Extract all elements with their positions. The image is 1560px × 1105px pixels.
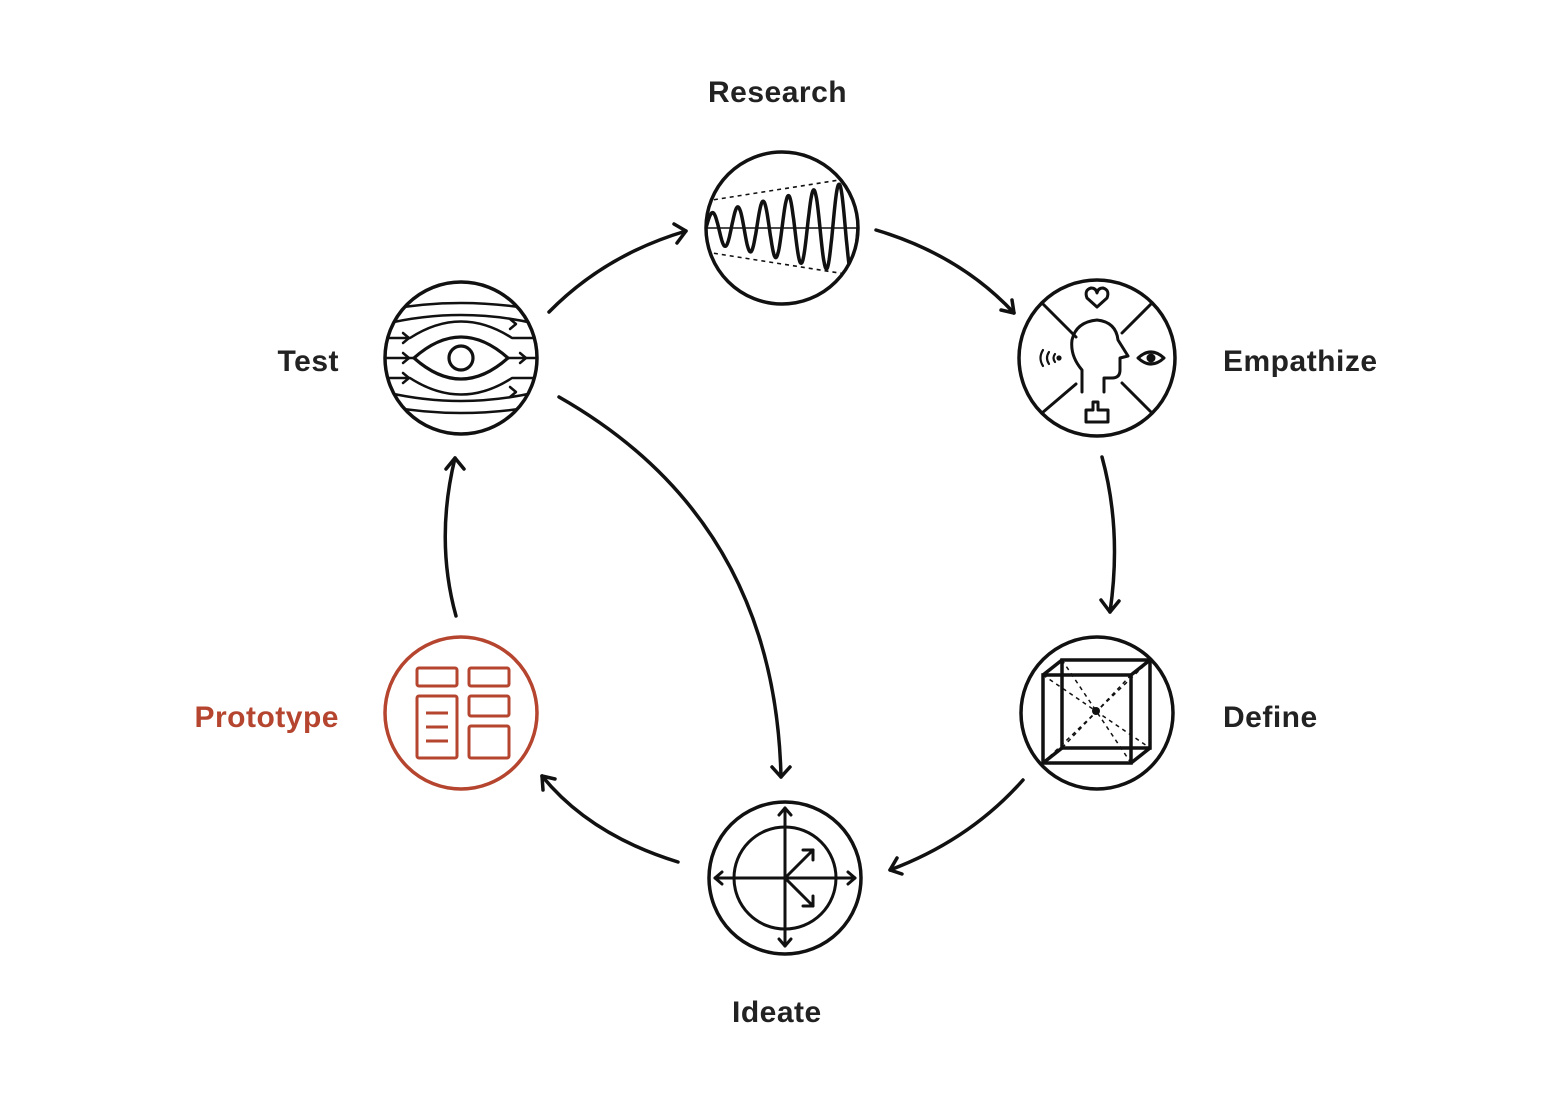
arrow-prototype-to-test	[443, 456, 466, 618]
step-label-empathize: Empathize	[1223, 345, 1378, 378]
step-label-research: Research	[708, 76, 848, 109]
step-label-define: Define	[1223, 701, 1318, 734]
arrow-test-to-research	[547, 222, 688, 314]
sound-waves-icon	[1039, 348, 1062, 368]
research-node	[704, 150, 860, 306]
arrow-ideate-to-prototype	[540, 774, 680, 864]
define-node	[1019, 635, 1175, 791]
test-node	[383, 280, 539, 436]
heart-icon	[1084, 286, 1110, 309]
step-label-ideate: Ideate	[732, 996, 822, 1029]
layout-grid-icon	[415, 666, 511, 760]
arrow-research-to-empathize	[874, 228, 1016, 315]
waveform-icon	[706, 176, 858, 277]
thumbs-up-icon	[1084, 400, 1110, 424]
empathize-node	[1017, 278, 1177, 438]
arrow-empathize-to-define	[1099, 455, 1121, 614]
step-label-prototype: Prototype	[194, 701, 339, 734]
arrow-define-to-ideate	[888, 778, 1025, 876]
ideate-node	[707, 800, 863, 956]
step-label-test: Test	[277, 345, 339, 378]
eye-icon	[1136, 350, 1166, 366]
compass-arrows-icon	[713, 806, 857, 948]
arrow-test-to-ideate	[557, 395, 792, 779]
cube-icon	[1041, 658, 1152, 765]
head-senses-icon	[1039, 286, 1166, 424]
prototype-node	[383, 635, 539, 791]
